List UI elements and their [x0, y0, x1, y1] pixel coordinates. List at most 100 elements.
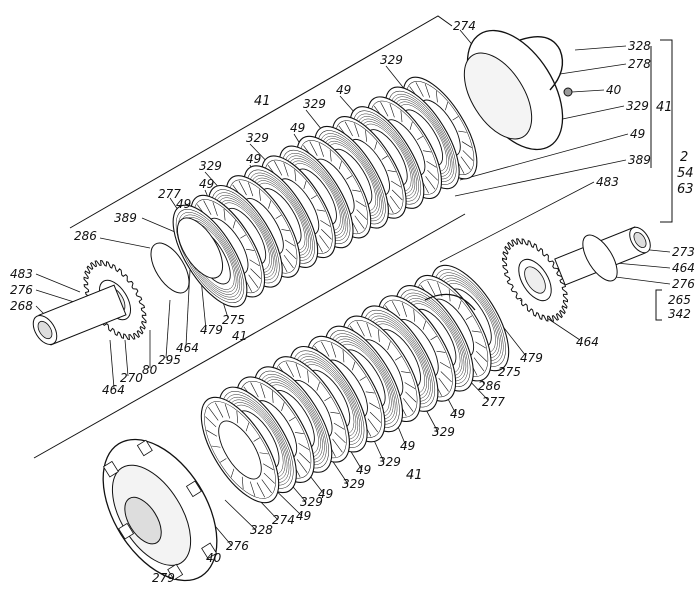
upper-disc-2-tooth: [422, 150, 432, 153]
lower-disc-13-tooth: [206, 429, 218, 437]
lower-disc-7-tooth: [351, 361, 356, 371]
label-276-right: 276: [672, 277, 695, 291]
lower-disc-5-tooth: [405, 391, 417, 403]
label-49-g: 49: [400, 439, 416, 453]
left-shaft-sleeve-bore: [37, 320, 53, 340]
lower-disc-11-tooth: [298, 443, 310, 450]
lower-disc-1-tooth: [475, 341, 487, 349]
upper-disc-0-tooth: [462, 150, 474, 161]
upper-disc-8-tooth: [294, 169, 297, 182]
upper-disc-8-tooth: [320, 220, 331, 227]
upper-disc-2-tooth: [400, 110, 403, 123]
label-41-mid: 41: [232, 329, 248, 343]
label-274-top: 274: [453, 19, 476, 33]
label-276-left: 276: [10, 283, 33, 297]
label-49-d: 49: [199, 177, 215, 191]
lower-disc-3-tooth: [438, 377, 449, 392]
label-2: 2: [680, 150, 689, 165]
upper-disc-0-tooth: [424, 83, 431, 98]
lower-disc-5-tooth: [395, 356, 402, 361]
lower-disc-9-tooth: [330, 411, 340, 414]
label-278: 278: [628, 57, 651, 71]
upper-disc-2-tooth: [409, 121, 413, 130]
drum-tab: [136, 439, 153, 457]
upper-disc-2-tooth: [427, 169, 438, 181]
upper-disc-4-tooth: [374, 141, 378, 150]
drum-tab: [185, 480, 202, 498]
upper-disc-10-tooth: [284, 239, 296, 247]
upper-disc-12-tooth: [240, 234, 247, 239]
upper-disc-12-tooth: [246, 248, 255, 251]
upper-disc-4-tooth: [390, 180, 402, 188]
label-329-c: 329: [246, 131, 269, 145]
lower-disc-11-tooth: [288, 417, 296, 422]
leader-5: [454, 159, 627, 197]
lower-disc-13-tooth: [253, 437, 261, 442]
label-464-d: 464: [576, 335, 599, 349]
upper-disc-8-tooth: [321, 229, 332, 240]
upper-disc-8-tooth: [283, 162, 289, 177]
drum-tab: [167, 563, 184, 581]
label-273: 273: [672, 245, 695, 259]
right-gear-bore: [524, 266, 546, 294]
upper-disc-10-tooth: [268, 200, 272, 209]
leader-4: [459, 133, 629, 181]
label-40-bottom: 40: [206, 551, 222, 565]
leader-6: [439, 181, 595, 263]
right-shaft-bore: [633, 232, 647, 248]
upper-disc-12-tooth: [249, 259, 260, 267]
label-49-h: 49: [356, 463, 372, 477]
lower-disc-1-tooth: [471, 330, 481, 333]
label-49-b: 49: [290, 121, 306, 135]
label-329: 329: [626, 99, 649, 113]
upper-disc-8-tooth: [316, 209, 326, 212]
lower-disc-11-tooth: [250, 382, 259, 398]
label-268: 268: [10, 299, 33, 313]
lower-disc-5-tooth: [401, 371, 411, 374]
upper-disc-4-tooth: [381, 155, 388, 160]
lower-disc-13-tooth: [249, 481, 256, 496]
leader-1: [559, 63, 627, 75]
lower-disc-9-tooth: [324, 396, 331, 402]
left-hub: [176, 217, 224, 279]
label-329-d: 329: [199, 159, 222, 173]
lower-disc-5-tooth: [356, 321, 365, 337]
lower-disc-3-tooth: [436, 350, 446, 353]
upper-disc-4-tooth: [387, 170, 396, 173]
upper-disc-12-tooth: [212, 201, 218, 216]
label-329-e: 329: [432, 425, 455, 439]
lower-disc-9-tooth: [307, 370, 309, 383]
upper-disc-0-tooth: [452, 116, 459, 121]
lower-disc-13-tooth: [262, 463, 274, 471]
label-41-top: 41: [254, 94, 271, 109]
label-479-b: 479: [520, 351, 543, 365]
label-328: 328: [628, 39, 651, 53]
lower-disc-7-tooth: [369, 411, 382, 423]
lower-disc-9-tooth: [333, 422, 345, 430]
leader-0: [574, 45, 627, 51]
label-63: 63: [677, 182, 694, 197]
drum-tab: [118, 522, 135, 540]
label-49-a: 49: [336, 83, 352, 97]
upper-disc-13-ring: [178, 212, 242, 300]
label-329-a: 329: [380, 53, 403, 67]
snap-ring-lower: [424, 293, 476, 311]
snap-ring-upper: [519, 36, 564, 91]
label-49-i: 49: [318, 487, 334, 501]
lower-disc-3-tooth: [439, 361, 451, 369]
upper-disc-12-tooth: [248, 274, 259, 288]
lower-disc-5-tooth: [378, 329, 380, 342]
lower-disc-13-tooth: [205, 416, 217, 428]
upper-disc-10-tooth: [238, 180, 247, 196]
lower-disc-13-tooth: [245, 422, 250, 432]
upper-disc-8-tooth: [274, 161, 283, 176]
upper-drum-inner: [463, 52, 533, 140]
lower-disc-3-tooth: [430, 335, 437, 341]
leader-20: [35, 273, 81, 293]
lower-disc-5-tooth: [403, 398, 414, 412]
lower-disc-9-tooth: [285, 361, 294, 377]
upper-disc-6-tooth: [354, 215, 365, 229]
label-40: 40: [606, 83, 622, 97]
